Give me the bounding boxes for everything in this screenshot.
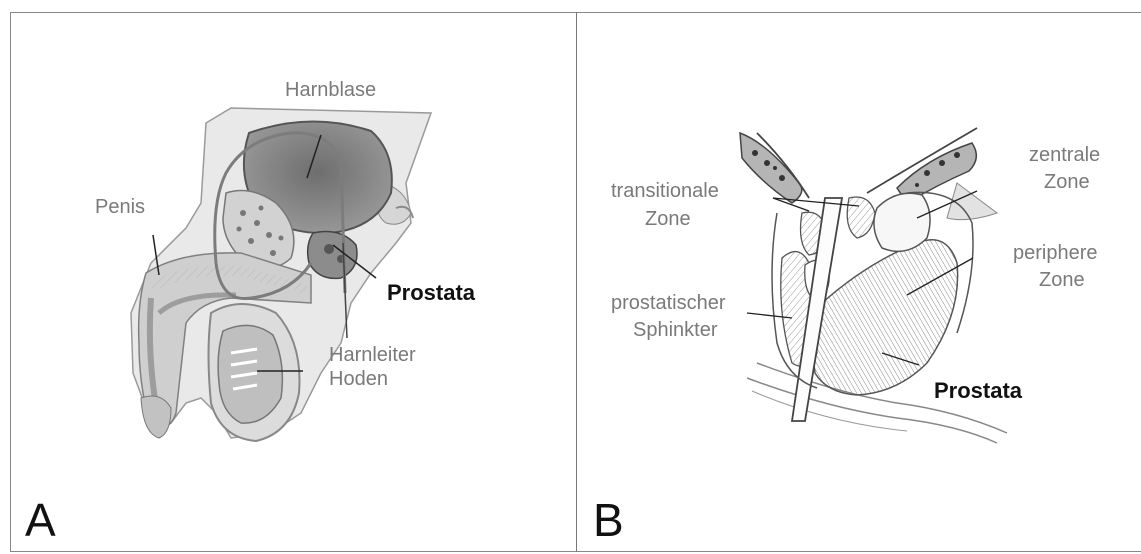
panel-letter-a: A: [25, 497, 56, 543]
label-transitionale-zone: Zone: [645, 207, 691, 231]
label-hoden: Hoden: [329, 367, 388, 391]
panel-b: transitionale Zone zentrale Zone periphe…: [577, 13, 1141, 551]
label-periphere: periphere: [1013, 241, 1098, 265]
label-prostatischer: prostatischer: [611, 291, 726, 315]
label-zentrale-zone: Zone: [1044, 170, 1090, 194]
label-harnblase: Harnblase: [285, 78, 376, 102]
label-harnleiter: Harnleiter: [329, 343, 416, 367]
panel-a: Harnblase Penis Prostata Harnleiter Hode…: [11, 13, 576, 551]
label-zentrale: zentrale: [1029, 143, 1100, 167]
label-prostata-b: Prostata: [934, 379, 1022, 403]
label-penis: Penis: [95, 195, 145, 219]
panel-letter-b: B: [593, 497, 624, 543]
label-prostata: Prostata: [387, 281, 475, 305]
label-sphinkter: Sphinkter: [633, 318, 718, 342]
label-transitionale: transitionale: [611, 179, 719, 203]
label-periphere-zone: Zone: [1039, 268, 1085, 292]
